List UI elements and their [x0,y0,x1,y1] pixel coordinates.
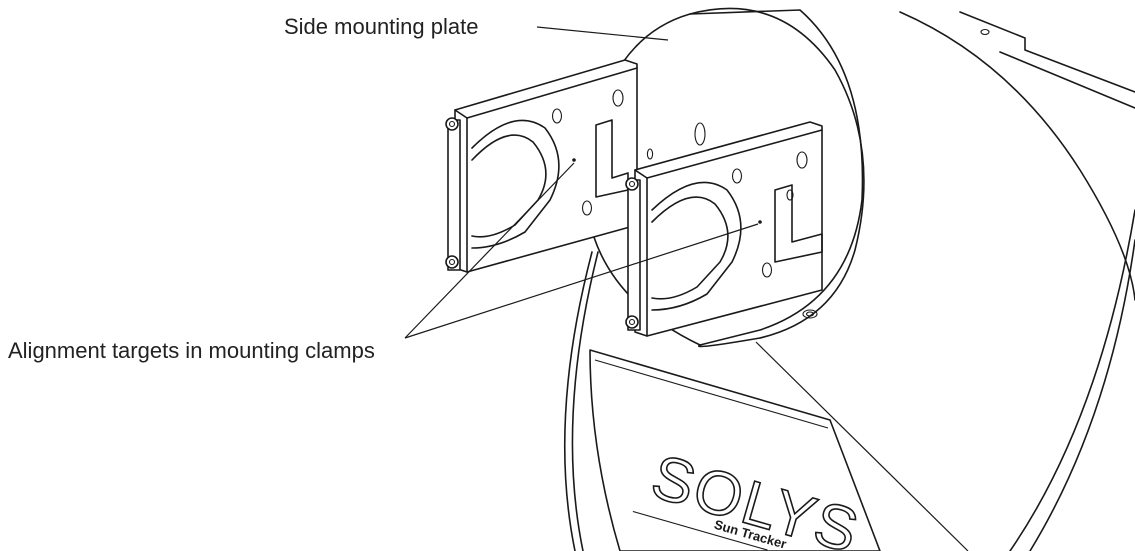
leader-side-plate [536,26,669,41]
mounting-clamp-right [625,121,823,337]
leader-lines [404,26,969,551]
label-side-mounting-plate: Side mounting plate [284,14,478,39]
mounting-clamp-left [445,59,638,273]
label-alignment-targets: Alignment targets in mounting clamps [8,338,375,363]
tracker-housing [899,11,1135,551]
leader-housing [755,341,969,551]
alignment-target-right [758,220,762,224]
leader-target-right [404,223,759,339]
alignment-target-left [572,158,576,162]
leader-target-left [404,162,575,339]
